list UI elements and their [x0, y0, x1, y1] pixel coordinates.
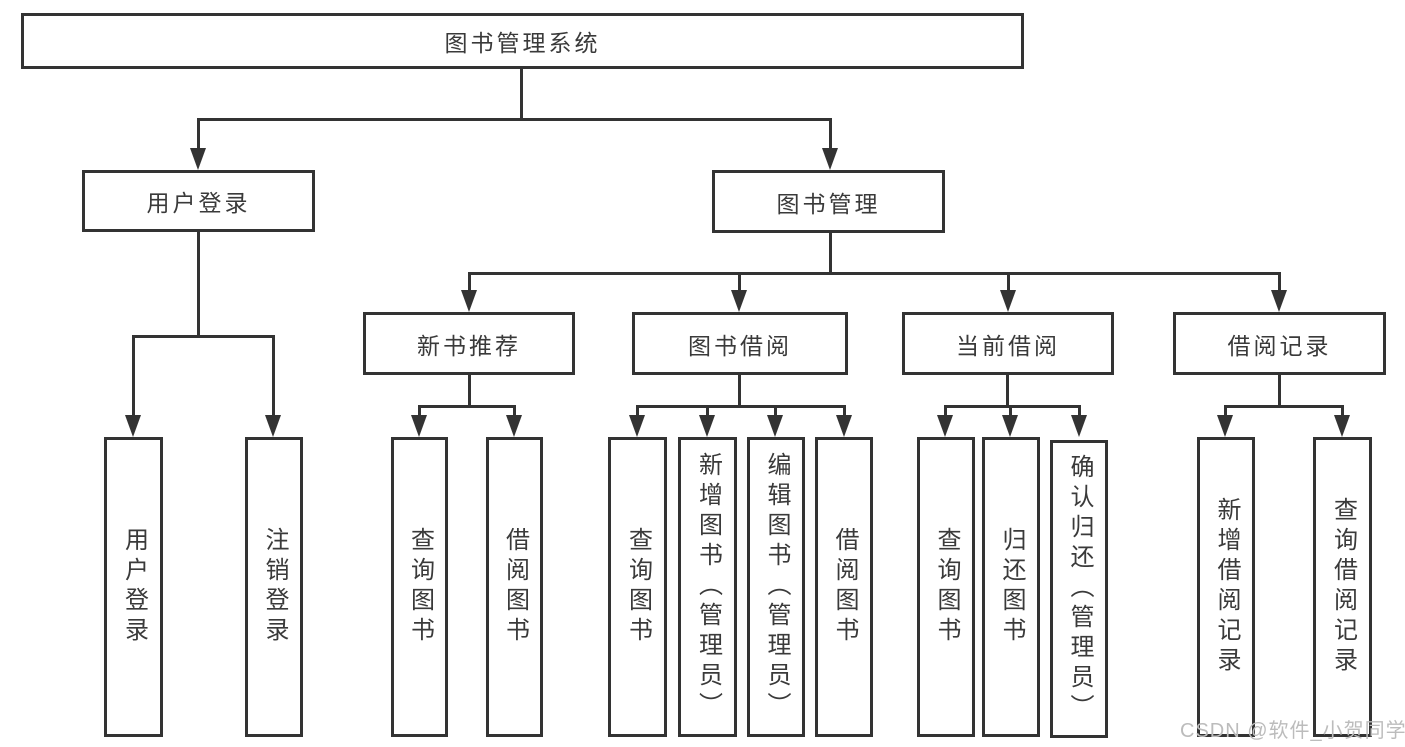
connector-current-vertical	[1006, 375, 1009, 405]
connector-records-vertical	[1278, 375, 1281, 405]
arrowhead-down-icon	[506, 415, 522, 437]
node-new-book-recommend: 新书推荐	[363, 312, 575, 375]
connector-stem-book-management	[829, 121, 832, 149]
connector-stem-borrow	[738, 275, 741, 290]
arrowhead-down-icon	[937, 415, 953, 437]
leaf-edit-books-admin: 编辑图书（管理员）	[747, 437, 805, 737]
connector-stem	[1009, 408, 1012, 415]
connector-stem	[706, 408, 709, 415]
connector-user-vertical	[197, 232, 200, 335]
leaf-query-books: 查询图书	[608, 437, 667, 737]
connector-stem	[944, 408, 947, 415]
connector-current-horizontal	[944, 405, 1081, 408]
arrowhead-down-icon	[265, 415, 281, 437]
arrowhead-down-icon	[699, 415, 715, 437]
node-user-login: 用户登录	[82, 170, 315, 232]
connector-stem	[513, 408, 516, 415]
connector-stem-login-leaf	[132, 338, 135, 415]
connector-stem	[1078, 408, 1081, 415]
leaf-add-borrow-record: 新增借阅记录	[1197, 437, 1255, 737]
connector-borrow-horizontal	[636, 405, 846, 408]
connector-stem-user-login	[197, 121, 200, 149]
arrowhead-down-icon	[731, 290, 747, 312]
leaf-query-books: 查询图书	[391, 437, 448, 737]
arrowhead-down-icon	[125, 415, 141, 437]
arrowhead-down-icon	[1334, 415, 1350, 437]
connector-borrow-vertical	[738, 375, 741, 405]
leaf-borrow-books: 借阅图书	[815, 437, 873, 737]
arrowhead-down-icon	[411, 415, 427, 437]
connector-records-horizontal	[1224, 405, 1344, 408]
connector-root-horizontal	[197, 118, 832, 121]
node-library-management-system: 图书管理系统	[21, 13, 1024, 69]
connector-stem-recommend	[468, 275, 471, 290]
node-book-management: 图书管理	[712, 170, 945, 233]
arrowhead-down-icon	[836, 415, 852, 437]
connector-stem	[1224, 408, 1227, 415]
arrowhead-down-icon	[1071, 415, 1087, 437]
arrowhead-down-icon	[190, 148, 206, 170]
arrowhead-down-icon	[629, 415, 645, 437]
connector-stem-records	[1278, 275, 1281, 290]
leaf-logout: 注销登录	[245, 437, 303, 737]
leaf-add-books-admin: 新增图书（管理员）	[678, 437, 737, 737]
connector-stem	[418, 408, 421, 415]
connector-stem	[774, 408, 777, 415]
node-current-borrow: 当前借阅	[902, 312, 1114, 375]
connector-stem	[843, 408, 846, 415]
arrowhead-down-icon	[822, 148, 838, 170]
arrowhead-down-icon	[1000, 290, 1016, 312]
connector-root-vertical	[520, 69, 523, 118]
connector-stem-logout-leaf	[272, 338, 275, 415]
node-borrow-records: 借阅记录	[1173, 312, 1386, 375]
leaf-query-books: 查询图书	[917, 437, 975, 737]
connector-mgmt-horizontal	[468, 272, 1281, 275]
arrowhead-down-icon	[461, 290, 477, 312]
connector-mgmt-vertical	[829, 233, 832, 272]
connector-stem	[636, 408, 639, 415]
connector-stem	[1341, 408, 1344, 415]
arrowhead-down-icon	[1217, 415, 1233, 437]
connector-user-horizontal	[132, 335, 275, 338]
connector-recommend-horizontal	[418, 405, 516, 408]
connector-recommend-vertical	[468, 375, 471, 405]
node-book-borrow: 图书借阅	[632, 312, 848, 375]
leaf-query-borrow-record: 查询借阅记录	[1313, 437, 1372, 737]
leaf-user-login: 用户登录	[104, 437, 163, 737]
arrowhead-down-icon	[1271, 290, 1287, 312]
leaf-confirm-return-admin: 确认归还（管理员）	[1050, 440, 1108, 738]
csdn-watermark: CSDN @软件_小贺同学	[1180, 720, 1405, 742]
arrowhead-down-icon	[767, 415, 783, 437]
arrowhead-down-icon	[1002, 415, 1018, 437]
leaf-return-books: 归还图书	[982, 437, 1040, 737]
leaf-borrow-books: 借阅图书	[486, 437, 543, 737]
connector-stem-current	[1007, 275, 1010, 290]
